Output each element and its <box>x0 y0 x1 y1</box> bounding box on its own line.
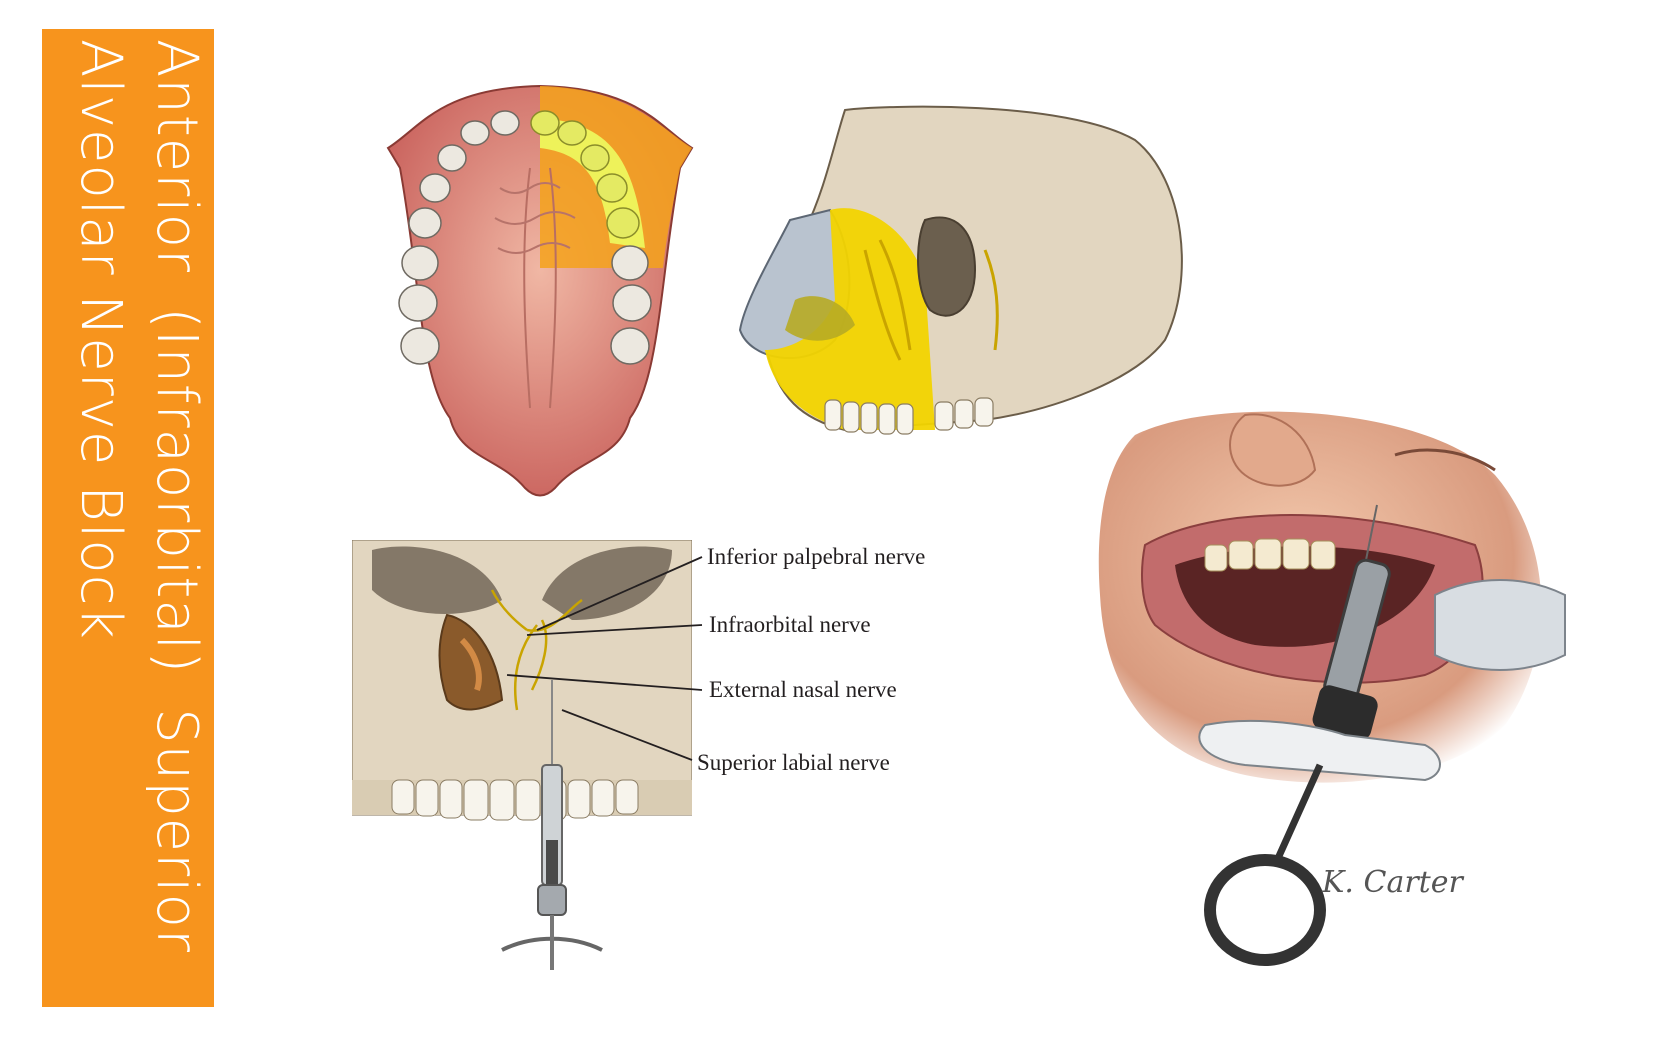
label-external-nasal-nerve: External nasal nerve <box>709 677 897 702</box>
lateral-skull-illustration <box>735 100 1195 460</box>
title-bar: Anterior (Infraorbital) Superior Alveolar … <box>42 29 214 1007</box>
label-infraorbital-nerve: Infraorbital nerve <box>709 612 871 637</box>
title-word-infraorbital: (Infraorbital) <box>144 307 209 675</box>
palate-illustration <box>380 78 700 498</box>
frontal-skull-illustration <box>352 540 692 980</box>
title-line-2: Alveolar Nerve Block <box>68 39 133 640</box>
label-inferior-palpebral-nerve: Inferior palpebral nerve <box>707 544 926 569</box>
slide-title: Anterior (Infraorbital) Superior Alveolar … <box>42 29 214 1007</box>
title-line-1: Anterior (Infraorbital) Superior <box>144 39 209 987</box>
label-leader-lines <box>352 540 712 780</box>
artist-signature: K. Carter <box>1322 865 1463 900</box>
label-superior-labial-nerve: Superior labial nerve <box>697 750 890 775</box>
patient-injection-illustration <box>1095 395 1575 995</box>
title-word-anterior: Anterior <box>144 39 209 274</box>
title-word-superior: Superior <box>144 708 209 953</box>
